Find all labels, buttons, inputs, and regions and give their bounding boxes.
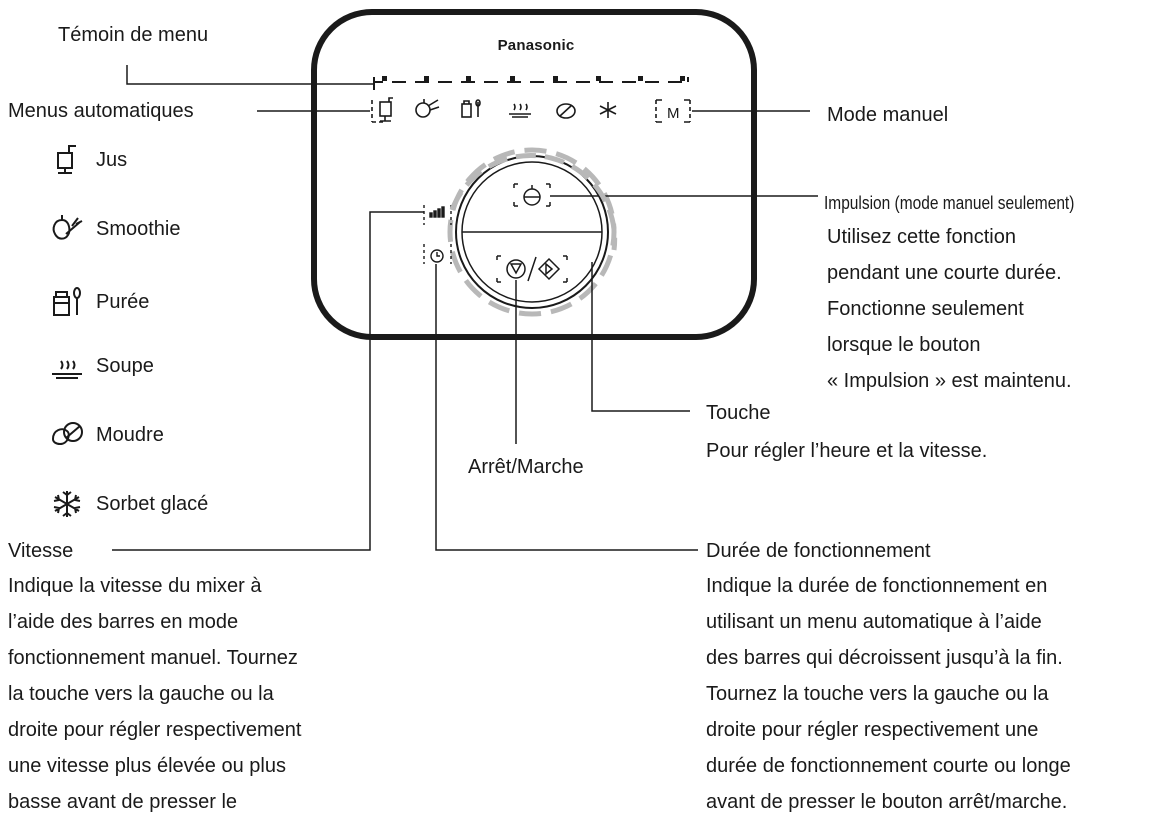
leader-duration xyxy=(435,264,698,551)
menu-label: Soupe xyxy=(96,354,154,377)
speed-desc-line: droite pour régler respectivement xyxy=(8,719,302,741)
duration-desc-line: Tournez la touche vers la gauche ou la xyxy=(706,683,1049,705)
speed-desc-line: Indique la vitesse du mixer à xyxy=(8,575,262,597)
duration-desc-line: des barres qui décroissent jusqu’à la fi… xyxy=(706,647,1063,669)
menu-label: Smoothie xyxy=(96,217,181,240)
speed-desc-line: une vitesse plus élevée ou plus xyxy=(8,755,286,777)
manual-mode-label: Mode manuel xyxy=(827,104,949,126)
manual-key-label: M xyxy=(667,105,680,122)
duration-desc-line: durée de fonctionnement courte ou longe xyxy=(706,755,1071,777)
pulse-desc-line: Utilisez cette fonction xyxy=(827,226,1016,248)
speed-desc-line: fonctionnement manuel. Tournez xyxy=(8,647,298,669)
pulse-desc-line: « Impulsion » est maintenu. xyxy=(827,370,1072,392)
dial xyxy=(447,147,617,317)
leader-dial xyxy=(591,262,690,412)
menu-item-juice: Jus xyxy=(50,140,127,180)
brand-logo: Panasonic xyxy=(497,37,575,54)
duration-desc-line: utilisant un menu automatique à l’aide xyxy=(706,611,1042,633)
menu-item-puree: Purée xyxy=(50,282,149,322)
dial-description: Pour régler l’heure et la vitesse. xyxy=(706,440,988,462)
fruit-carrot-icon xyxy=(52,215,83,240)
menu-indicator-label: Témoin de menu xyxy=(58,24,209,46)
pulse-desc-line: Fonctionne seulement xyxy=(827,298,1024,320)
snowflake-icon xyxy=(53,491,81,517)
menu-label: Purée xyxy=(96,290,150,313)
menu-item-grind: Moudre xyxy=(50,415,164,455)
menu-label: Sorbet glacé xyxy=(96,492,209,515)
duration-title: Durée de fonctionnement xyxy=(706,540,931,562)
speed-desc-line: l’aide des barres en mode xyxy=(8,611,239,633)
auto-menus-label: Menus automatiques xyxy=(8,100,194,122)
menu-item-soup: Soupe xyxy=(50,346,154,386)
menu-label: Jus xyxy=(96,148,128,171)
duration-desc-line: droite pour régler respectivement une xyxy=(706,719,1039,741)
speed-title: Vitesse xyxy=(8,540,74,562)
start-stop-icon xyxy=(496,255,568,283)
menu-label: Moudre xyxy=(96,423,164,446)
pulse-desc-line: lorsque le bouton xyxy=(827,334,981,356)
start-stop-label: Arrêt/Marche xyxy=(468,456,584,478)
speed-timer-indicator xyxy=(423,205,452,264)
duration-desc-line: avant de presser le bouton arrêt/marche. xyxy=(706,791,1068,813)
dial-title: Touche xyxy=(706,402,771,424)
leader-menu-indicator xyxy=(126,65,374,85)
menu-indicator-dots xyxy=(382,76,685,81)
grind-icon xyxy=(51,422,83,446)
menu-item-smoothie: Smoothie xyxy=(50,209,181,249)
speed-desc-line: la touche vers la gauche ou la xyxy=(8,683,274,705)
leader-speed xyxy=(112,211,424,551)
juice-glass-icon xyxy=(57,145,76,174)
panel-menu-icons xyxy=(371,97,691,123)
soup-bowl-icon xyxy=(52,360,82,379)
pulse-desc-line: pendant une courte durée. xyxy=(827,262,1062,284)
control-panel-outline xyxy=(311,9,757,340)
speed-desc-line: basse avant de presser le xyxy=(8,791,238,813)
pulse-title: Impulsion (mode manuel seulement) xyxy=(824,193,1075,213)
menu-item-sorbet: Sorbet glacé xyxy=(50,484,208,524)
jar-spoon-icon xyxy=(53,287,81,316)
duration-desc-line: Indique la durée de fonctionnement en xyxy=(706,575,1048,597)
